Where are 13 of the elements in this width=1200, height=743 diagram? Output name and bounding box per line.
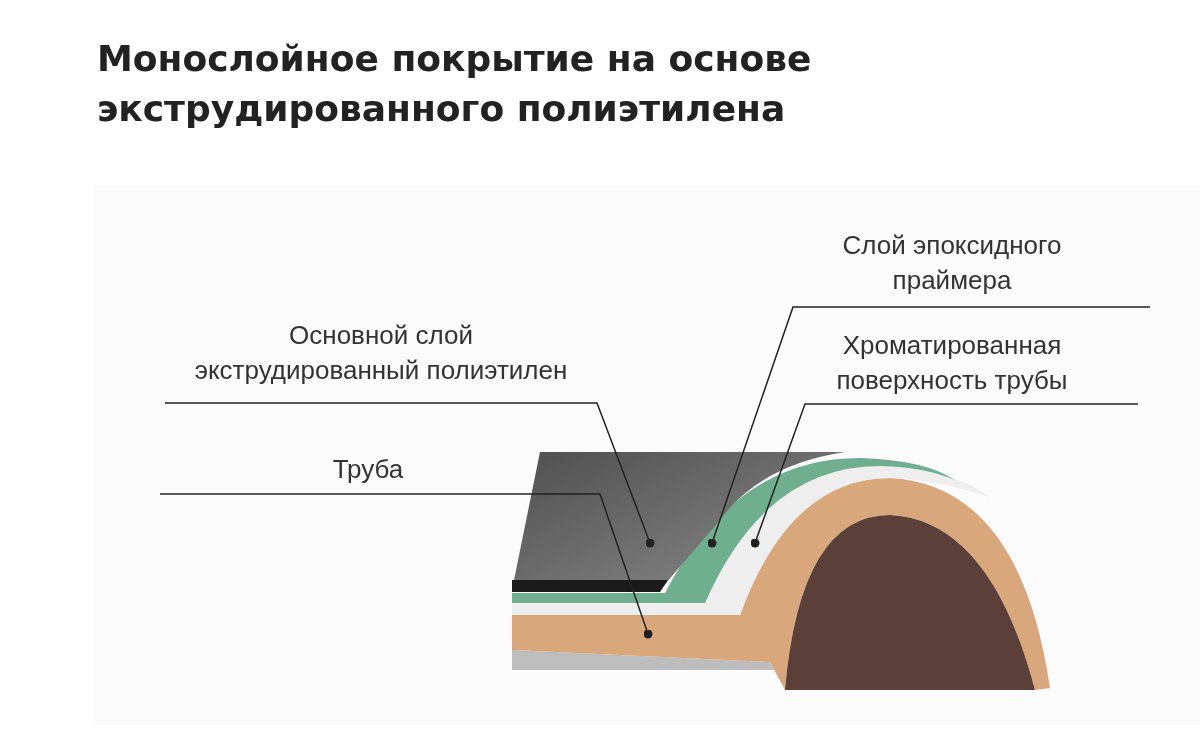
callout-label: Хроматированная поверхность трубы xyxy=(822,328,1082,404)
callout-label: Основной слой экструдированный полиэтилен xyxy=(183,318,579,403)
leader-line xyxy=(164,402,655,548)
outer-coating-layer xyxy=(512,452,845,592)
surface-layer xyxy=(512,466,990,615)
leader-line xyxy=(707,306,1151,548)
title: Монослойное покрытие на основе экструдированного полиэтилена xyxy=(97,37,813,131)
callout-label: Слой эпоксидного праймера xyxy=(817,228,1087,307)
leader-line xyxy=(750,403,1139,548)
callout-label: Труба xyxy=(328,452,408,494)
pipe-wall xyxy=(512,478,1050,690)
primer-layer xyxy=(512,458,955,603)
leader-line xyxy=(159,493,653,639)
